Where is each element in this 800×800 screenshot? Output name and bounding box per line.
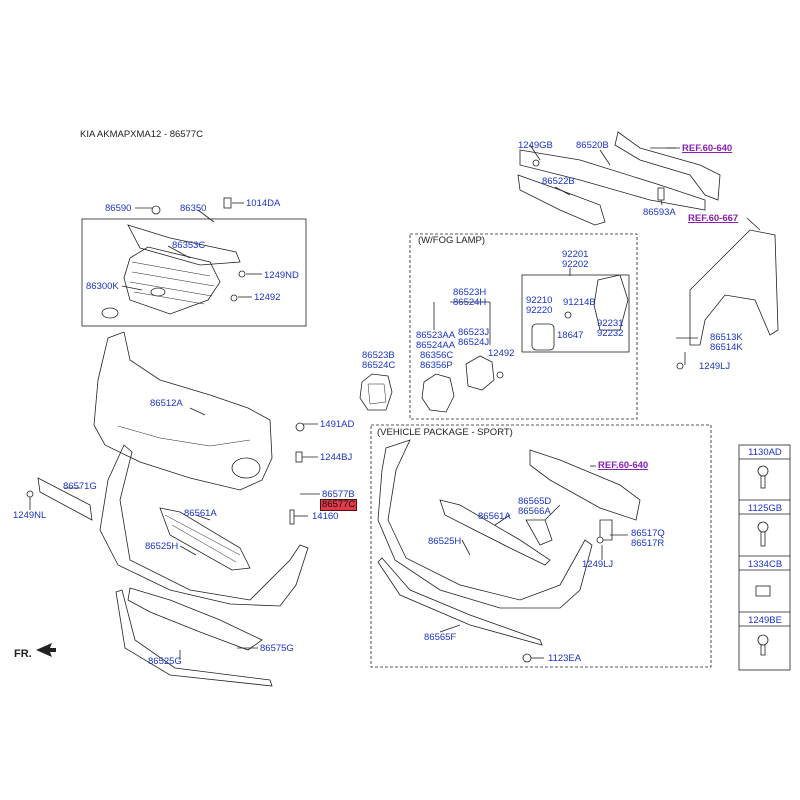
part-86524h[interactable]: 86524H — [453, 297, 487, 308]
part-1491ad[interactable]: 1491AD — [320, 419, 355, 430]
sport-lower-grille-shape — [439, 499, 551, 566]
part-86571g[interactable]: 86571G — [63, 481, 97, 492]
fog-inner-box — [521, 274, 630, 353]
part-86524aa[interactable]: 86524AA — [416, 340, 456, 351]
part-86356p[interactable]: 86356P — [420, 360, 453, 371]
part-86525h-standard[interactable]: 86525H — [145, 541, 179, 552]
part-92210[interactable]: 92210 — [526, 295, 553, 306]
part-86517q[interactable]: 86517Q — [631, 528, 665, 539]
sport-box — [370, 424, 712, 668]
fog-bezel-right — [421, 373, 455, 413]
part-86523h[interactable]: 86523H — [453, 287, 487, 298]
part-92231[interactable]: 92231 — [597, 318, 624, 329]
sport-bumper-shape — [377, 439, 593, 609]
part-86565f[interactable]: 86565F — [424, 632, 457, 643]
part-86561a-standard[interactable]: 86561A — [184, 508, 217, 519]
part-1123ea[interactable]: 1123EA — [548, 653, 582, 664]
part-91214b[interactable]: 91214B — [563, 297, 596, 308]
grille-group-box — [81, 218, 307, 327]
part-86350[interactable]: 86350 — [180, 203, 207, 214]
fog-bezel-left — [359, 373, 393, 411]
part-18647[interactable]: 18647 — [557, 330, 584, 341]
part-86566a[interactable]: 86566A — [518, 506, 551, 517]
part-1249nd[interactable]: 1249ND — [264, 270, 299, 281]
ref-link-60-640-a[interactable]: REF.60-640 — [682, 143, 733, 154]
part-86353c[interactable]: 86353C — [172, 240, 206, 251]
skid-plate-shape — [127, 587, 263, 651]
fastener-1130ad[interactable]: 1130AD — [748, 447, 782, 458]
part-1244bj[interactable]: 1244BJ — [320, 452, 353, 463]
part-86561a-sport[interactable]: 86561A — [478, 511, 511, 522]
part-86520b[interactable]: 86520B — [576, 140, 609, 151]
part-92220[interactable]: 92220 — [526, 305, 553, 316]
part-14160[interactable]: 14160 — [312, 511, 339, 522]
fog-lamp-shape — [531, 323, 555, 351]
front-direction-label: FR. — [14, 648, 32, 660]
part-86590[interactable]: 86590 — [105, 203, 132, 214]
part-86523aa[interactable]: 86523AA — [416, 330, 456, 341]
fog-lamp-box — [409, 233, 638, 420]
license-plate-bracket-shape — [37, 477, 93, 521]
part-86525h-sport[interactable]: 86525H — [428, 536, 462, 547]
fastener-1125gb[interactable]: 1125GB — [747, 503, 783, 514]
part-86575g[interactable]: 86575G — [260, 643, 294, 654]
ref-link-60-667[interactable]: REF.60-667 — [688, 213, 739, 224]
part-86593a[interactable]: 86593A — [643, 207, 676, 218]
part-92201[interactable]: 92201 — [562, 249, 589, 260]
part-86512a[interactable]: 86512A — [150, 398, 183, 409]
part-86300k[interactable]: 86300K — [86, 281, 119, 292]
part-86577b[interactable]: 86577B — [322, 489, 355, 500]
fastener-table — [738, 444, 791, 671]
part-86356c[interactable]: 86356C — [420, 350, 454, 361]
fog-lamp-box-title: (W/FOG LAMP) — [416, 235, 488, 246]
radiator-grille-shape — [123, 246, 221, 315]
part-86577c-highlighted[interactable]: 86577C — [320, 499, 358, 511]
part-86517r[interactable]: 86517R — [631, 538, 665, 549]
lower-grille-shape — [159, 507, 251, 571]
front-arrow-icon — [36, 643, 56, 657]
part-1249lj-sport[interactable]: 1249LJ — [582, 559, 614, 570]
part-12492-fog[interactable]: 12492 — [488, 348, 515, 359]
part-86525g[interactable]: 86525G — [148, 656, 182, 667]
grille-molding-shape — [127, 224, 241, 266]
ref-link-60-640-b[interactable]: REF.60-640 — [598, 460, 649, 471]
part-92232[interactable]: 92232 — [597, 328, 624, 339]
part-86523b[interactable]: 86523B — [362, 350, 395, 361]
sport-lip-shape — [377, 557, 543, 646]
bumper-beam-shape — [519, 149, 706, 211]
part-86524j[interactable]: 86524J — [458, 337, 490, 348]
part-92202[interactable]: 92202 — [562, 259, 589, 270]
front-bumper-cover-shape — [93, 331, 273, 491]
part-86513k[interactable]: 86513K — [710, 332, 743, 343]
part-12492-grille[interactable]: 12492 — [254, 292, 281, 303]
fastener-1334cb[interactable]: 1334CB — [747, 559, 783, 570]
fastener-1249be[interactable]: 1249BE — [748, 615, 782, 626]
sport-box-title: (VEHICLE PACKAGE - SPORT) — [375, 427, 515, 438]
part-86522b[interactable]: 86522B — [542, 176, 575, 187]
emblem-shape — [101, 307, 119, 319]
part-1249lj-fender[interactable]: 1249LJ — [699, 361, 731, 372]
absorber-shape — [517, 174, 606, 226]
front-lip-shape — [115, 589, 273, 687]
part-86514k[interactable]: 86514K — [710, 342, 743, 353]
lower-bumper-shape — [99, 444, 309, 607]
diagram-title: KIA AKMAPXMA12 - 86577C — [80, 129, 204, 140]
part-1249nl[interactable]: 1249NL — [13, 510, 47, 521]
fender-shape — [689, 229, 779, 346]
part-86565d[interactable]: 86565D — [518, 496, 552, 507]
part-86523j[interactable]: 86523J — [458, 327, 490, 338]
part-86524c[interactable]: 86524C — [362, 360, 396, 371]
part-1014da[interactable]: 1014DA — [246, 198, 281, 209]
part-1249gb[interactable]: 1249GB — [518, 140, 553, 151]
